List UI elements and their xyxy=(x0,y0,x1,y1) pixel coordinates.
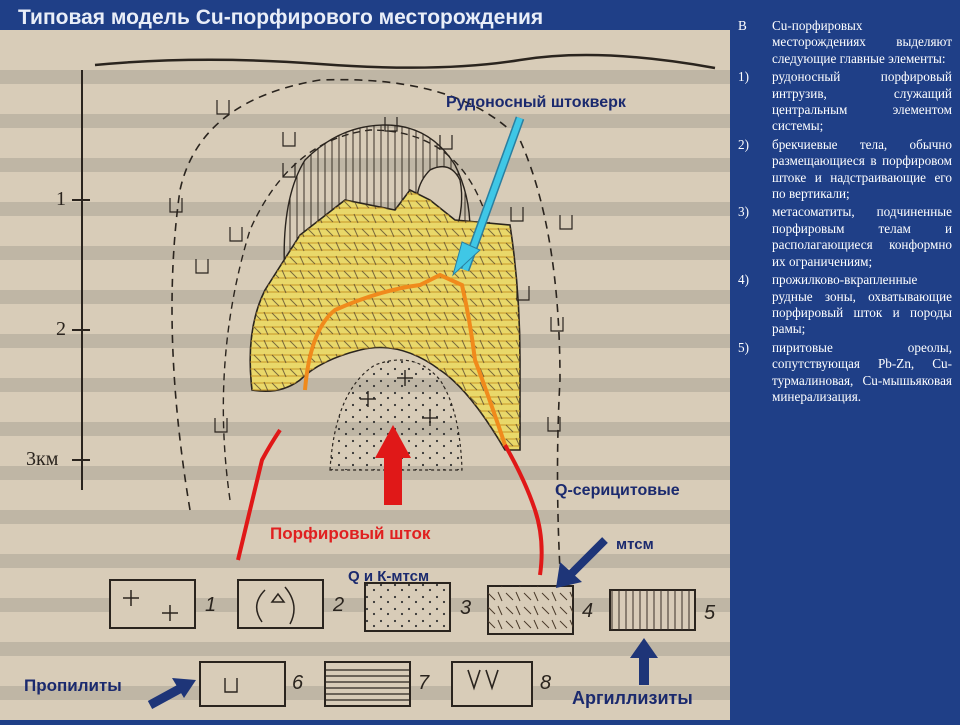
slide-title: Типовая модель Cu-порфирового месторожде… xyxy=(18,6,544,29)
navy-arrow-propylites xyxy=(147,678,196,709)
list-item-text: брекчиевые тела, обычно размещающиеся в … xyxy=(772,136,952,202)
red-arrow-up xyxy=(375,425,411,505)
list-item-text: рудоносный порфировый интрузив, служащий… xyxy=(772,69,952,134)
list-item-number: 3) xyxy=(738,204,749,220)
legend-number-1: 1 xyxy=(205,594,217,616)
red-contour-left xyxy=(236,428,282,561)
label-argillizites: Аргиллизиты xyxy=(572,688,693,708)
intro-text: Cu-порфировых месторождениях выделяют сл… xyxy=(772,18,952,66)
list-item: 2) брекчиевые тела, обычно размещающиеся… xyxy=(738,137,952,203)
depth-mark-2: 2 xyxy=(56,318,66,340)
list-item-number: 5) xyxy=(738,339,749,355)
legend-number-3: 3 xyxy=(460,597,472,619)
list-item-text: прожилково-вкрапленные рудные зоны, охва… xyxy=(772,272,952,337)
label-mtsm: мтсм xyxy=(616,536,654,553)
label-propylites: Пропилиты xyxy=(24,676,122,695)
label-ore-stockwork: Рудоносный штокверк xyxy=(446,94,626,111)
surface-line xyxy=(94,53,716,70)
host-rock-symbols xyxy=(169,100,573,433)
list-item-number: 2) xyxy=(738,136,749,152)
list-item-text: пиритовые ореолы, сопутствующая Pb-Zn, C… xyxy=(772,339,952,404)
porphyry-stock-dome xyxy=(329,359,463,471)
list-item-number: 4) xyxy=(738,272,749,288)
depth-mark-3km: 3км xyxy=(26,448,59,470)
legend-number-8: 8 xyxy=(540,672,552,694)
legend-number-5: 5 xyxy=(704,602,716,624)
red-contour-right xyxy=(503,444,544,576)
legend-number-6: 6 xyxy=(292,672,304,694)
geological-section-svg xyxy=(0,30,730,720)
intro-paragraph: В Cu-порфировых месторождениях выделяют … xyxy=(738,18,952,67)
label-q-k-mtsm: Q и К-мтсм xyxy=(348,568,430,585)
list-item: 5) пиритовые ореолы, сопутствующая Pb-Zn… xyxy=(738,340,952,406)
legend-number-2: 2 xyxy=(333,594,345,616)
navy-arrow-mtsm xyxy=(556,537,608,588)
list-item-text: метасоматиты, подчиненные порфировым тел… xyxy=(772,204,952,269)
label-q-sericite: Q-серицитовые xyxy=(555,482,680,499)
list-item: 1) рудоносный порфировый интрузив, служа… xyxy=(738,69,952,135)
legend-number-7: 7 xyxy=(418,672,430,694)
legend-number-4: 4 xyxy=(582,600,594,622)
list-item: 3) метасоматиты, подчиненные порфировым … xyxy=(738,204,952,270)
geological-model-figure: 1 2 3км 1 2 3 4 5 6 7 8 Рудоносный штокв… xyxy=(0,30,730,720)
legend-row-2 xyxy=(199,661,533,707)
label-porphyry-stock: Порфировый шток xyxy=(270,524,431,543)
cyan-arrow-stockwork xyxy=(452,116,525,277)
navy-arrow-argillizites xyxy=(630,638,658,685)
description-panel: В Cu-порфировых месторождениях выделяют … xyxy=(738,18,952,718)
depth-mark-1: 1 xyxy=(56,188,66,210)
orange-contour xyxy=(303,272,507,446)
cross-symbols xyxy=(360,370,438,426)
list-item: 4) прожилково-вкрапленные рудные зоны, о… xyxy=(738,272,952,338)
list-item-number: 1) xyxy=(738,69,749,85)
intro-prefix: В xyxy=(738,18,747,33)
